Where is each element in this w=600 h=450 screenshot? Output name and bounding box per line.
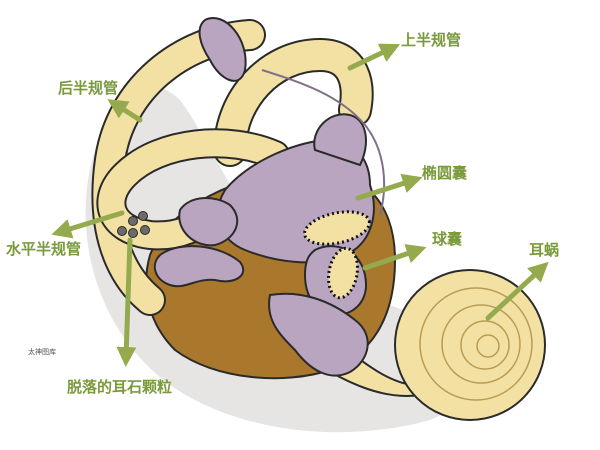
otolith-granule [140, 225, 150, 235]
arrow-saccule [362, 244, 427, 271]
cochlear-turn-5 [476, 334, 500, 358]
membranous-labyrinth [153, 17, 386, 377]
cochlear-turn-4 [460, 320, 510, 370]
membranous-lower-loop [153, 245, 245, 288]
arrow-cochlea [485, 261, 549, 321]
label-superior-canal: 上半规管 [401, 31, 462, 49]
watermark: 太神图库 [28, 348, 56, 356]
membranous-crus [313, 113, 367, 167]
label-posterior-canal: 后半规管 [58, 79, 119, 97]
label-saccule: 球囊 [432, 230, 463, 248]
arrow-posterior-canal [107, 99, 143, 123]
membranous-ampulla [178, 197, 239, 247]
otolith-granule [117, 226, 127, 236]
membranous-upper-lobe [198, 17, 247, 82]
callout-arrows [51, 43, 549, 367]
cochlear-turn-2 [419, 287, 533, 401]
otolith-granule [128, 228, 138, 238]
endolymphatic-duct [261, 69, 386, 216]
otolith-granule [128, 216, 138, 226]
utricle-macula [303, 210, 371, 246]
arrow-utricle [355, 173, 423, 201]
cochlea [308, 269, 546, 421]
label-cochlea: 耳蜗 [529, 241, 560, 259]
cochlear-turn-3 [441, 304, 521, 384]
arrow-superior-canal [347, 43, 401, 71]
label-otoliths: 脱落的耳石颗粒 [67, 378, 173, 396]
saccule-macula [327, 246, 359, 300]
cochlear-turn-1 [394, 269, 546, 421]
otolith-granules [117, 211, 150, 238]
arrow-horizontal-canal [51, 210, 125, 239]
cochlear-membrane [268, 292, 369, 377]
arrow-otoliths [116, 237, 137, 367]
otolith-granule [138, 211, 148, 221]
label-utricle: 椭圆囊 [422, 164, 468, 182]
label-horizontal-canal: 水平半规管 [6, 240, 82, 258]
